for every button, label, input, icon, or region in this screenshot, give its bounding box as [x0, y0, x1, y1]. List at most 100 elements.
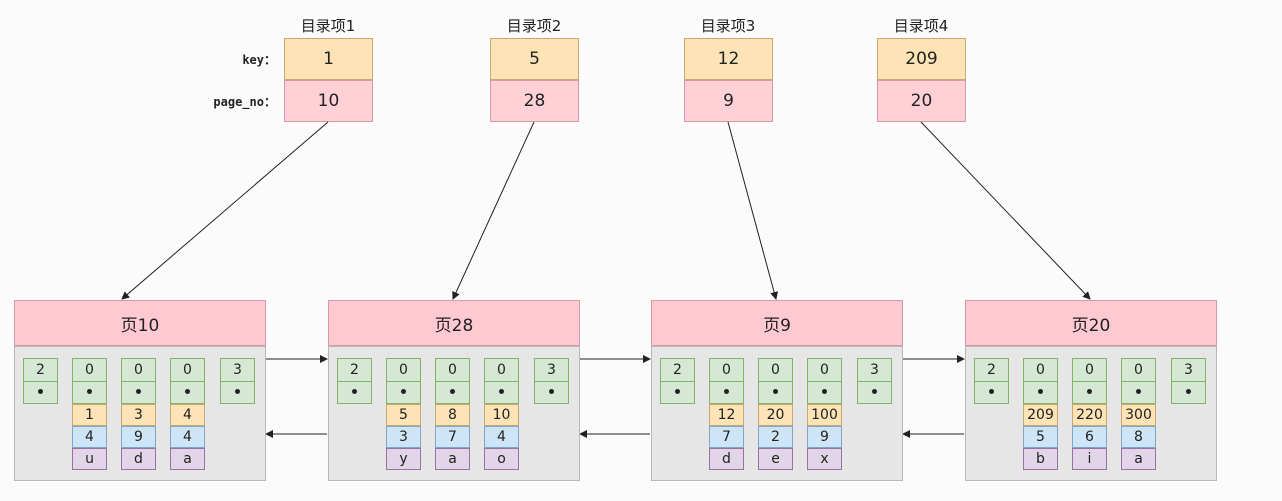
pointer-arrow: [920, 121, 1091, 300]
record-field-f2: 2: [758, 426, 793, 448]
record-header-value: 2: [975, 359, 1008, 382]
next-record-pointer-dot: [1186, 389, 1191, 394]
directory-entry-key: 209: [877, 38, 966, 80]
record-header: 0: [1023, 358, 1058, 404]
record-header-value: 0: [808, 359, 841, 382]
record-header-value: 3: [535, 359, 568, 382]
record-header: 2: [974, 358, 1009, 404]
record-header: 0: [72, 358, 107, 404]
record-header-value: 2: [24, 359, 57, 382]
page-no-row-label: page_no：: [213, 95, 276, 109]
page-title: 页10: [14, 300, 266, 346]
next-record-pointer-dot: [499, 389, 504, 394]
next-record-pointer-dot: [235, 389, 240, 394]
key-row-label: key：: [242, 53, 276, 67]
record-header: 2: [23, 358, 58, 404]
page-title: 页20: [965, 300, 1217, 346]
record-field-f2: 9: [121, 426, 156, 448]
directory-entry-page-no: 28: [490, 80, 579, 122]
record-field-f2: 5: [1023, 426, 1058, 448]
next-record-pointer-dot: [675, 389, 680, 394]
record-header: 0: [484, 358, 519, 404]
record-field-f3: o: [484, 448, 519, 470]
record-field-f1: 1: [72, 404, 107, 426]
record-field-f3: i: [1072, 448, 1107, 470]
record-field-f2: 4: [484, 426, 519, 448]
record-header: 0: [386, 358, 421, 404]
next-record-pointer-dot: [872, 389, 877, 394]
record-field-f2: 7: [435, 426, 470, 448]
record-header-value: 0: [73, 359, 106, 382]
page-title: 页9: [651, 300, 903, 346]
record-field-f1: 4: [170, 404, 205, 426]
next-record-pointer-dot: [136, 389, 141, 394]
record-field-f1: 12: [709, 404, 744, 426]
next-record-pointer-dot: [989, 389, 994, 394]
record-field-f3: e: [758, 448, 793, 470]
record-header: 0: [758, 358, 793, 404]
next-record-pointer-dot: [38, 389, 43, 394]
record-header: 0: [807, 358, 842, 404]
record-header-value: 0: [710, 359, 743, 382]
record-header-value: 0: [485, 359, 518, 382]
next-record-pointer-dot: [1038, 389, 1043, 394]
next-record-pointer-dot: [87, 389, 92, 394]
record-header: 2: [660, 358, 695, 404]
record-header: 0: [1121, 358, 1156, 404]
record-field-f3: u: [72, 448, 107, 470]
record-field-f2: 9: [807, 426, 842, 448]
record-field-f1: 209: [1023, 404, 1058, 426]
record-field-f1: 100: [807, 404, 842, 426]
record-header-value: 0: [436, 359, 469, 382]
next-record-pointer-dot: [401, 389, 406, 394]
next-record-pointer-dot: [1136, 389, 1141, 394]
record-header-value: 2: [661, 359, 694, 382]
directory-entry-title: 目录项2: [506, 17, 562, 35]
record-header: 3: [534, 358, 569, 404]
record-header-value: 0: [1073, 359, 1106, 382]
record-field-f3: a: [435, 448, 470, 470]
record-field-f3: a: [1121, 448, 1156, 470]
record-header: 0: [1072, 358, 1107, 404]
directory-entry-page-no: 20: [877, 80, 966, 122]
next-record-pointer-dot: [773, 389, 778, 394]
directory-entry-page-no: 9: [684, 80, 773, 122]
page-link-arrows: [265, 355, 965, 438]
next-record-pointer-dot: [352, 389, 357, 394]
record-header: 0: [709, 358, 744, 404]
record-field-f2: 4: [170, 426, 205, 448]
record-header: 3: [857, 358, 892, 404]
record-field-f1: 10: [484, 404, 519, 426]
record-field-f3: d: [121, 448, 156, 470]
record-field-f1: 300: [1121, 404, 1156, 426]
directory-entry-key: 1: [284, 38, 373, 80]
directory-entry-key: 5: [490, 38, 579, 80]
record-header: 3: [220, 358, 255, 404]
record-header: 3: [1171, 358, 1206, 404]
directory-entry-page-no: 10: [284, 80, 373, 122]
record-field-f3: b: [1023, 448, 1058, 470]
next-record-pointer-dot: [450, 389, 455, 394]
record-header-value: 0: [122, 359, 155, 382]
record-field-f1: 5: [386, 404, 421, 426]
record-field-f2: 6: [1072, 426, 1107, 448]
next-record-pointer-dot: [549, 389, 554, 394]
directory-entry-key: 12: [684, 38, 773, 80]
record-field-f1: 220: [1072, 404, 1107, 426]
directory-entry-title: 目录项1: [300, 17, 356, 35]
record-header-value: 0: [759, 359, 792, 382]
pointer-arrow: [452, 121, 535, 300]
next-record-pointer-dot: [822, 389, 827, 394]
record-field-f2: 7: [709, 426, 744, 448]
next-record-pointer-dot: [1087, 389, 1092, 394]
record-header: 0: [170, 358, 205, 404]
record-header-value: 3: [1172, 359, 1205, 382]
record-header-value: 0: [1024, 359, 1057, 382]
record-header: 0: [121, 358, 156, 404]
record-header-value: 3: [221, 359, 254, 382]
